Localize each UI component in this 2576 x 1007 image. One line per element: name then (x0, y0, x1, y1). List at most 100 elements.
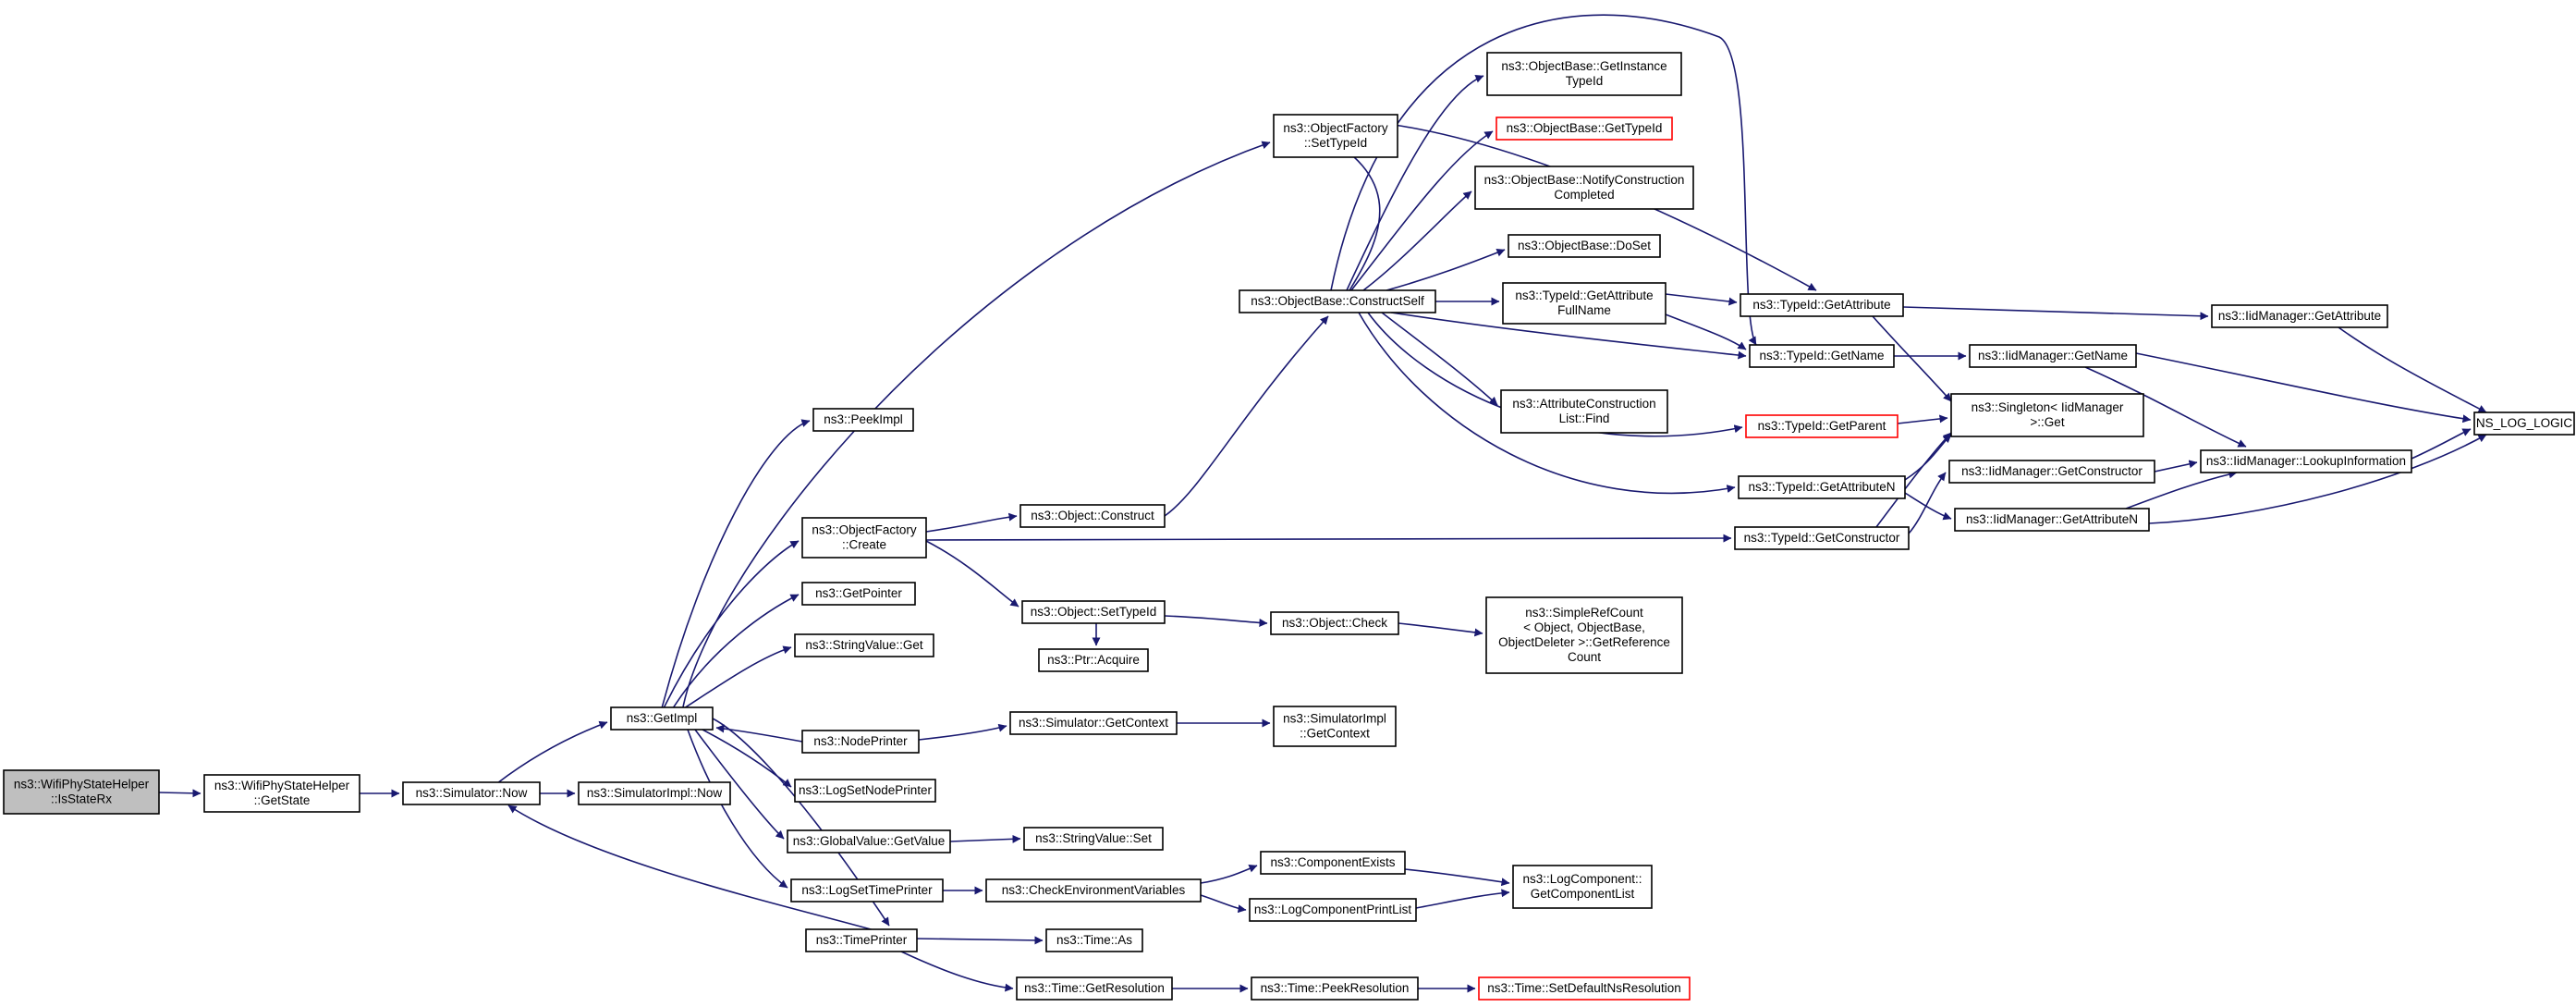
node-doset[interactable]: ns3::ObjectBase::DoSet (1508, 234, 1661, 258)
node-gvgetvalue[interactable]: ns3::GlobalValue::GetValue (787, 829, 951, 853)
node-strget[interactable]: ns3::StringValue::Get (794, 633, 934, 657)
node-tidgetattr[interactable]: ns3::TypeId::GetAttribute (1740, 293, 1904, 317)
node-simplerefcount[interactable]: ns3::SimpleRefCount< Object, ObjectBase,… (1485, 596, 1683, 674)
node-ofsettypeid[interactable]: ns3::ObjectFactory::SetTypeId (1273, 114, 1398, 158)
node-getimpl[interactable]: ns3::GetImpl (610, 706, 714, 731)
call-edge (712, 718, 890, 927)
node-getpointer[interactable]: ns3::GetPointer (801, 582, 916, 606)
node-tidgetconst[interactable]: ns3::TypeId::GetConstructor (1734, 526, 1910, 550)
node-getstate[interactable]: ns3::WifiPhyStateHelper::GetState (203, 774, 360, 813)
node-box (1740, 293, 1904, 317)
call-edge (918, 723, 1007, 741)
node-tidgetname[interactable]: ns3::TypeId::GetName (1749, 344, 1895, 368)
call-nodes: ns3::WifiPhyStateHelper::IsStateRx ns3::W… (3, 52, 2575, 1001)
call-edge (687, 729, 788, 889)
node-constructself[interactable]: ns3::ObjectBase::ConstructSelf (1239, 289, 1436, 313)
node-simgetcontext[interactable]: ns3::Simulator::GetContext (1009, 711, 1178, 735)
node-obgettypeid[interactable]: ns3::ObjectBase::GetTypeId (1496, 117, 1673, 141)
call-edge (1350, 130, 1494, 291)
node-setdefaultns[interactable]: ns3::Time::SetDefaultNsResolution (1478, 976, 1691, 1001)
node-box (1019, 504, 1166, 528)
node-box (794, 779, 936, 803)
node-objcheck[interactable]: ns3::Object::Check (1270, 611, 1399, 635)
node-label: ns3::TimePrinter (816, 933, 908, 947)
call-edge (1164, 315, 1329, 517)
node-label: ns3::LogSetTimePrinter (801, 883, 933, 897)
node-label: ns3::ObjectBase::GetInstance (1501, 59, 1666, 73)
node-tidgetattrn[interactable]: ns3::TypeId::GetAttributeN (1738, 475, 1906, 499)
node-label: ns3::GlobalValue::GetValue (793, 834, 946, 848)
node-timeas[interactable]: ns3::Time::As (1045, 928, 1143, 952)
node-label: ns3::Object::Construct (1031, 509, 1154, 522)
node-label: ns3::TypeId::GetAttribute (1752, 298, 1890, 312)
node-isstaterx[interactable]: ns3::WifiPhyStateHelper::IsStateRx (3, 769, 160, 815)
node-box (794, 633, 934, 657)
node-strset[interactable]: ns3::StringValue::Set (1023, 827, 1164, 851)
node-label: ns3::Time::PeekResolution (1261, 981, 1410, 995)
call-edge (507, 804, 910, 941)
node-box (790, 878, 944, 903)
node-objconstruct[interactable]: ns3::Object::Construct (1019, 504, 1166, 528)
node-box (1270, 611, 1399, 635)
node-ptracquire[interactable]: ns3::Ptr::Acquire (1038, 648, 1149, 672)
node-box (801, 730, 920, 754)
node-label: ::IsStateRx (51, 792, 112, 806)
node-box (610, 706, 714, 731)
call-edge (916, 936, 1044, 945)
node-nslog[interactable]: NS_LOG_LOGIC (2473, 411, 2575, 436)
node-box (1950, 393, 2144, 437)
node-label: Completed (1554, 188, 1614, 202)
node-label: ::SetTypeId (1304, 136, 1367, 150)
node-checkenv[interactable]: ns3::CheckEnvironmentVariables (985, 878, 1202, 903)
node-box (1016, 976, 1173, 1001)
node-notifyconst[interactable]: ns3::ObjectBase::NotifyConstructionCompl… (1474, 166, 1694, 210)
node-simnow[interactable]: ns3::Simulator::Now (402, 781, 541, 805)
call-edge (2148, 434, 2487, 524)
node-singleton[interactable]: ns3::Singleton< IidManager>::Get (1950, 393, 2144, 437)
node-label: ns3::StringValue::Get (805, 638, 923, 652)
node-box (578, 781, 731, 805)
node-logcompprint[interactable]: ns3::LogComponentPrintList (1249, 898, 1417, 922)
node-label: ns3::ObjectBase::NotifyConstruction (1484, 173, 1685, 187)
node-objsettypeid[interactable]: ns3::Object::SetTypeId (1021, 600, 1166, 624)
node-iidlookup[interactable]: ns3::IidManager::LookupInformation (2200, 449, 2412, 473)
node-iidgetconst[interactable]: ns3::IidManager::GetConstructor (1948, 460, 2155, 484)
node-simimplnow[interactable]: ns3::SimulatorImpl::Now (578, 781, 731, 805)
node-box (1023, 827, 1164, 851)
node-tidgetparent[interactable]: ns3::TypeId::GetParent (1745, 414, 1898, 438)
node-label: ns3::TypeId::GetAttributeN (1748, 480, 1895, 494)
node-box (1512, 865, 1653, 909)
node-compexists[interactable]: ns3::ComponentExists (1260, 851, 1406, 875)
node-label: ns3::NodePrinter (813, 734, 908, 748)
call-edge (661, 419, 811, 709)
call-edge (925, 540, 1019, 608)
call-edge (1872, 315, 1952, 402)
node-label: FullName (1557, 303, 1611, 317)
node-label: ns3::PeekImpl (824, 412, 903, 426)
node-ofcreate[interactable]: ns3::ObjectFactory::Create (801, 517, 927, 559)
call-edge (925, 512, 1018, 533)
node-timepeekres[interactable]: ns3::Time::PeekResolution (1251, 976, 1419, 1001)
call-edge (1665, 293, 1738, 306)
node-logsettime[interactable]: ns3::LogSetTimePrinter (790, 878, 944, 903)
node-label: ns3::LogSetNodePrinter (799, 783, 933, 797)
node-box (1745, 414, 1898, 438)
call-edge (2084, 366, 2247, 448)
node-box (1969, 344, 2137, 368)
node-label: TypeId (1566, 74, 1604, 88)
node-simimplgetctx[interactable]: ns3::SimulatorImpl::GetContext (1273, 706, 1397, 747)
node-peekimpl[interactable]: ns3::PeekImpl (812, 408, 914, 432)
call-edges (158, 14, 2487, 993)
node-timeprinter[interactable]: ns3::TimePrinter (805, 928, 918, 952)
call-edge (1330, 14, 1757, 346)
node-iidgetname[interactable]: ns3::IidManager::GetName (1969, 344, 2137, 368)
node-timegetres[interactable]: ns3::Time::GetResolution (1016, 976, 1173, 1001)
node-logsetnode[interactable]: ns3::LogSetNodePrinter (794, 779, 936, 803)
node-iidgetattrn[interactable]: ns3::IidManager::GetAttributeN (1954, 508, 2150, 532)
node-nodeprinter[interactable]: ns3::NodePrinter (801, 730, 920, 754)
node-getcomplist[interactable]: ns3::LogComponent::GetComponentList (1512, 865, 1653, 909)
node-iidgetattr[interactable]: ns3::IidManager::GetAttribute (2211, 304, 2388, 328)
